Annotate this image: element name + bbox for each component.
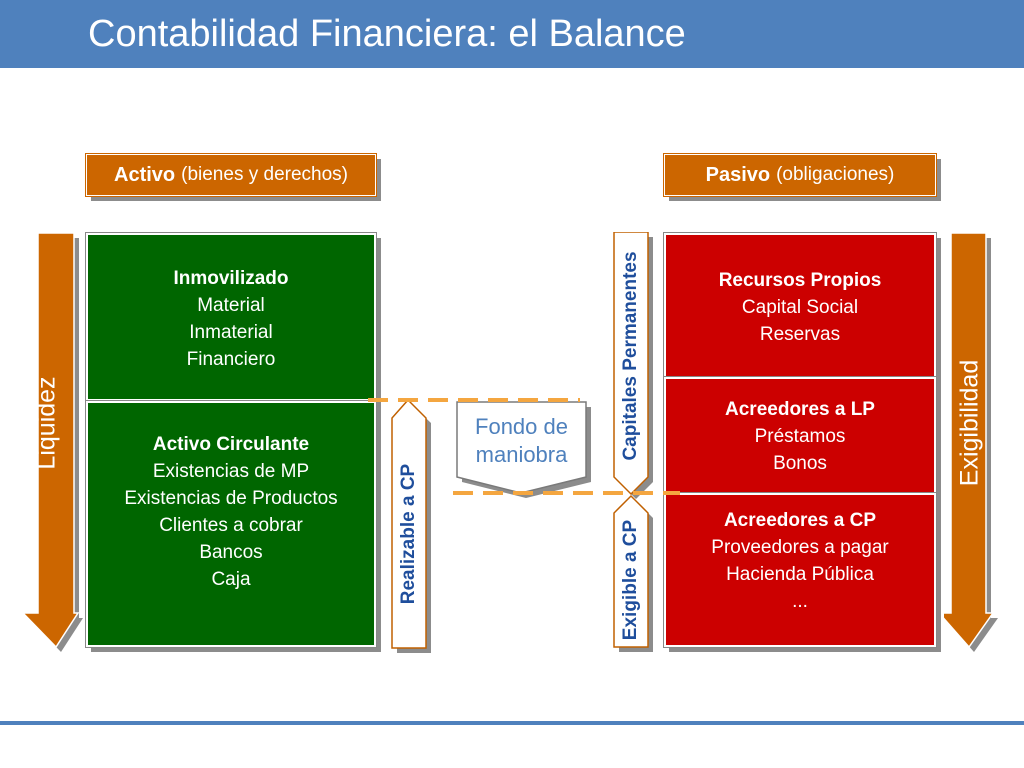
slide-title: Contabilidad Financiera: el Balance [88,13,686,55]
fondo-shape [456,401,591,498]
inmovilizado-title: Inmovilizado [173,268,289,289]
bottom-rule [0,721,1024,725]
fondo-line1: Fondo de [475,414,568,439]
activo-header-sub: (bienes y derechos) [181,164,348,185]
acreedores-lp-title: Acreedores a LP [725,399,875,420]
capitales-label-wrap: Capitales Permanentes [614,232,648,480]
fondo-line2: maniobra [475,442,568,467]
exigible-label-wrap: Exigible a CP [614,514,648,646]
circulante-item: Existencias de Productos [124,488,338,509]
pasivo-header-sub: (obligaciones) [776,164,895,185]
inmovilizado-item: Inmaterial [189,322,273,343]
capitales-shape [613,232,653,499]
acreedores-cp-item: ... [792,591,808,612]
title-bar [0,0,1024,68]
realizable-shape [391,398,431,653]
liquidez-arrow [24,233,83,652]
circulante-item: Clientes a cobrar [159,515,303,536]
recursos-propios-title: Recursos Propios [718,270,882,291]
exigibilidad-label: Exigibilidad [955,359,984,487]
inmovilizado-block: Inmovilizado Material Inmaterial Financi… [85,232,377,402]
circulante-item: Bancos [199,542,263,563]
acreedores-cp-item: Hacienda Pública [726,564,874,585]
circulante-item: Caja [211,569,251,590]
recursos-propios-item: Capital Social [741,297,859,318]
acreedores-lp-item: Bonos [773,453,827,474]
pasivo-header-bold: Pasivo [705,163,771,186]
circulante-item: Existencias de MP [152,461,310,482]
fondo-label: Fondo de maniobra [457,413,586,469]
acreedores-cp-title: Acreedores a CP [723,510,877,531]
recursos-propios-item: Reservas [759,324,841,345]
exigible-shape [613,494,653,652]
acreedores-lp-block: Acreedores a LP Préstamos Bonos [663,376,937,495]
exigibilidad-arrow [944,233,998,652]
exigible-label: Exigible a CP [620,519,641,641]
liquidez-label-wrap: Liquidez [22,233,72,613]
acreedores-lp-item: Préstamos [754,426,846,447]
acreedores-cp-item: Proveedores a pagar [711,537,889,558]
pasivo-header: Pasivo (obligaciones) [663,153,937,197]
capitales-label: Capitales Permanentes [620,251,641,461]
liquidez-label: Liquidez [32,376,61,470]
realizable-label: Realizable a CP [398,463,419,605]
activo-header: Activo (bienes y derechos) [85,153,377,197]
exigibilidad-label-wrap: Exigibilidad [946,233,994,613]
recursos-propios-block: Recursos Propios Capital Social Reservas [663,232,937,379]
acreedores-cp-block: Acreedores a CP Proveedores a pagar Haci… [663,492,937,648]
realizable-label-wrap: Realizable a CP [392,420,426,648]
circulante-title: Activo Circulante [152,434,310,455]
inmovilizado-item: Financiero [186,349,276,370]
circulante-block: Activo Circulante Existencias de MP Exis… [85,400,377,648]
inmovilizado-item: Material [197,295,265,316]
activo-header-bold: Activo [114,163,176,186]
